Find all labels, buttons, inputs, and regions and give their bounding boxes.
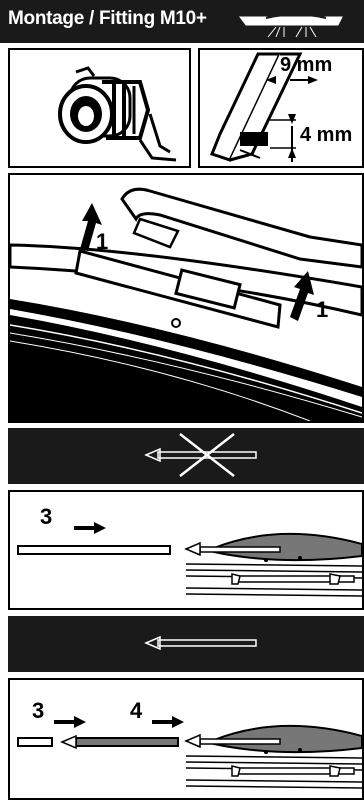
fitting-steps-panel: 1 1 CLICK! 2	[8, 173, 364, 423]
step3-panel: 3	[8, 490, 364, 610]
wiper-blade-icon	[236, 3, 346, 43]
correct-direction-band	[8, 616, 364, 672]
step3-drawing	[10, 492, 362, 608]
crossed-arrow-icon	[8, 428, 364, 484]
left-arrow-icon	[8, 616, 364, 672]
incorrect-direction-band	[8, 428, 364, 484]
step3-label: 3	[40, 504, 52, 530]
spring-clip-drawing	[10, 50, 189, 166]
step3-label: 3	[32, 698, 44, 724]
hook-dimension-panel: 9 mm 4 mm	[198, 48, 364, 168]
clip-illustration-panel	[8, 48, 191, 168]
width-dimension-label: 9 mm	[280, 54, 332, 77]
step1-label: 1	[316, 297, 328, 323]
page-title: Montage / Fitting M10+	[8, 8, 207, 30]
step4-panel: 3 4	[8, 678, 364, 800]
depth-dimension-label: 4 mm	[300, 124, 352, 147]
header-bar: Montage / Fitting M10+	[0, 0, 364, 43]
step4-drawing	[10, 680, 362, 798]
step1-label: 1	[96, 229, 108, 255]
step4-label: 4	[130, 698, 142, 724]
step2-label: 2	[90, 397, 102, 423]
